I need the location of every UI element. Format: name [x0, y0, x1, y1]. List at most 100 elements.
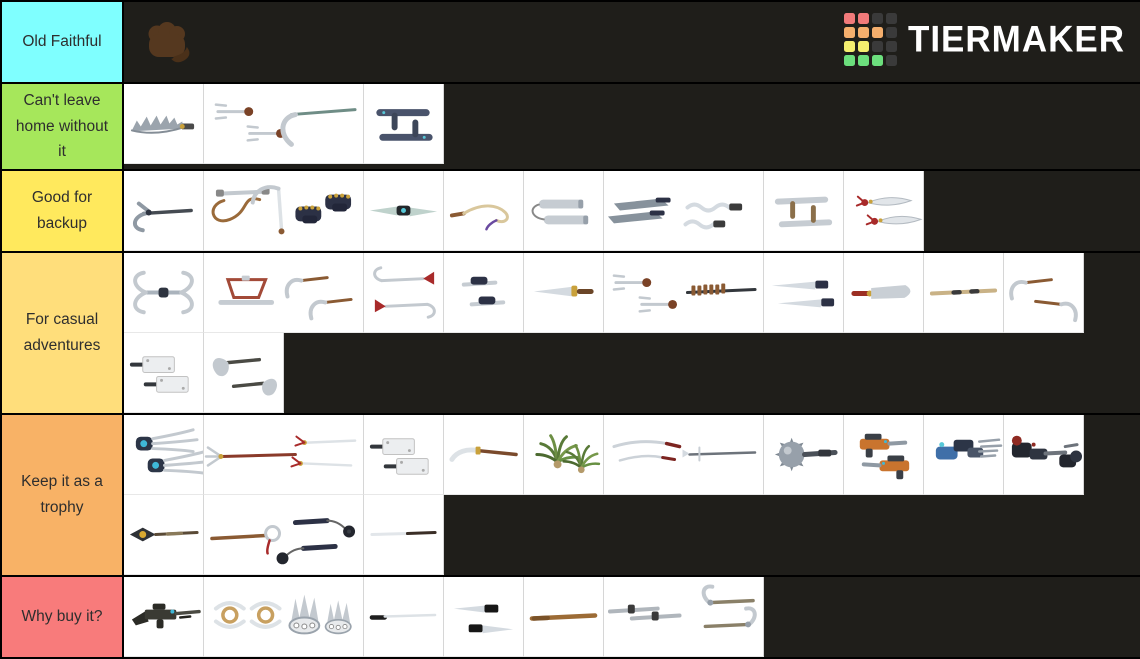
- diamond-head-spear-icon: [124, 495, 203, 574]
- red-handled-machete[interactable]: [844, 253, 924, 333]
- laser-rifle[interactable]: [124, 577, 204, 657]
- naginata-icon: [444, 415, 523, 494]
- claw-gauntlets-icon: [124, 415, 203, 494]
- morning-star-mace[interactable]: [764, 415, 844, 495]
- white-cleavers-icon: [364, 415, 443, 494]
- frame-weapon-and-kamas[interactable]: [204, 253, 364, 333]
- tier-dropzone-2[interactable]: [124, 171, 1140, 251]
- serrated-scimitar-icon: [124, 84, 203, 163]
- tier-4-subrow-1: [124, 495, 1140, 575]
- white-cleavers[interactable]: [364, 415, 444, 495]
- rod-sword[interactable]: [364, 577, 444, 657]
- logo-square-4: [844, 27, 855, 38]
- tier-row-5: Why buy it?: [2, 577, 1140, 659]
- tiermaker-logo[interactable]: TIERMAKER: [844, 13, 1125, 66]
- paired-sickles-icon: [1004, 253, 1083, 332]
- hook-swords[interactable]: [364, 253, 444, 333]
- chakrams-and-spiked-knuckles-icon: [204, 577, 363, 656]
- sais-and-wrapped-staff-icon: [604, 253, 763, 332]
- tier-4-subrow-0: [124, 415, 1140, 495]
- short-sword[interactable]: [524, 253, 604, 333]
- double-ended-dagger[interactable]: [364, 171, 444, 251]
- grappling-pick[interactable]: [124, 171, 204, 251]
- steel-tonfa-pair[interactable]: [764, 171, 844, 251]
- rod-sword-icon: [364, 577, 443, 656]
- logo-square-8: [844, 41, 855, 52]
- serrated-scimitar[interactable]: [124, 84, 204, 164]
- orange-pistols[interactable]: [844, 415, 924, 495]
- tier-label-0: Old Faithful: [2, 2, 124, 82]
- ring-staff-and-flails-icon: [204, 495, 363, 574]
- paired-hatchets-icon: [204, 333, 283, 412]
- push-daggers-icon: [444, 253, 523, 332]
- tier-3-subrow-0: [124, 253, 1140, 333]
- tier-3-subrow-1: [124, 333, 1140, 413]
- logo-square-14: [872, 55, 883, 66]
- tier-dropzone-1[interactable]: [124, 84, 1140, 169]
- sectioned-staff-and-war-picks-icon: [604, 577, 763, 656]
- trident-and-jian-swords[interactable]: [204, 415, 364, 495]
- claw-gauntlets[interactable]: [124, 415, 204, 495]
- butterfly-swords[interactable]: [844, 171, 924, 251]
- double-ended-dagger-icon: [364, 171, 443, 250]
- tier-dropzone-5[interactable]: [124, 577, 1140, 657]
- short-sword-icon: [524, 253, 603, 332]
- butterfly-swords-icon: [844, 171, 923, 250]
- sais-and-wrapped-staff[interactable]: [604, 253, 764, 333]
- whip-sword[interactable]: [444, 171, 524, 251]
- steel-tonfa-pair-icon: [764, 171, 843, 250]
- tier-row-3: For casual adventures: [2, 253, 1140, 415]
- logo-square-2: [872, 13, 883, 24]
- paired-cleavers[interactable]: [124, 333, 204, 413]
- dark-tonfa-pair[interactable]: [364, 84, 444, 164]
- logo-square-0: [844, 13, 855, 24]
- kusarigama-and-gauntlets-icon: [204, 171, 363, 250]
- twin-sais-and-scythe-icon: [204, 84, 363, 163]
- double-anchor-hooks-icon: [124, 253, 203, 332]
- paired-hatchets[interactable]: [204, 333, 284, 413]
- tier-row-2: Good for backup: [2, 171, 1140, 253]
- wooden-rod[interactable]: [524, 577, 604, 657]
- machetes-and-kris-daggers-icon: [604, 171, 763, 250]
- logo-square-5: [858, 27, 869, 38]
- wooden-rod-icon: [524, 577, 603, 656]
- katanas-and-spear-icon: [604, 415, 763, 494]
- agave-plants[interactable]: [524, 415, 604, 495]
- chakrams-and-spiked-knuckles[interactable]: [204, 577, 364, 657]
- blue-tech-gauntlet[interactable]: [924, 415, 1004, 495]
- double-anchor-hooks[interactable]: [124, 253, 204, 333]
- tier-dropzone-3[interactable]: [124, 253, 1140, 413]
- dark-tonfa-pair-icon: [364, 84, 443, 163]
- sectioned-staff-and-war-picks[interactable]: [604, 577, 764, 657]
- paired-knives[interactable]: [444, 577, 524, 657]
- morning-star-mace-icon: [764, 415, 843, 494]
- logo-square-10: [872, 41, 883, 52]
- logo-square-7: [886, 27, 897, 38]
- steel-nunchaku[interactable]: [524, 171, 604, 251]
- paired-sickles[interactable]: [1004, 253, 1084, 333]
- dark-tech-gauntlets[interactable]: [1004, 415, 1084, 495]
- orange-pistols-icon: [844, 415, 923, 494]
- slim-blade[interactable]: [364, 495, 444, 575]
- ring-staff-and-flails[interactable]: [204, 495, 364, 575]
- bo-staff[interactable]: [924, 253, 1004, 333]
- machetes-and-kris-daggers[interactable]: [604, 171, 764, 251]
- katanas-and-spear[interactable]: [604, 415, 764, 495]
- logo-square-15: [886, 55, 897, 66]
- blue-tech-gauntlet-icon: [924, 415, 1003, 494]
- diamond-head-spear[interactable]: [124, 495, 204, 575]
- tier-row-1: Can't leave home without it: [2, 84, 1140, 171]
- tiermaker-logo-text: TIERMAKER: [908, 21, 1125, 58]
- paired-short-swords[interactable]: [764, 253, 844, 333]
- push-daggers[interactable]: [444, 253, 524, 333]
- tier-dropzone-4[interactable]: [124, 415, 1140, 575]
- logo-square-6: [872, 27, 883, 38]
- grappling-pick-icon: [124, 171, 203, 250]
- kusarigama-and-gauntlets[interactable]: [204, 171, 364, 251]
- bare-fist[interactable]: [124, 2, 204, 82]
- twin-sais-and-scythe[interactable]: [204, 84, 364, 164]
- naginata[interactable]: [444, 415, 524, 495]
- tier-1-subrow-0: [124, 84, 1140, 164]
